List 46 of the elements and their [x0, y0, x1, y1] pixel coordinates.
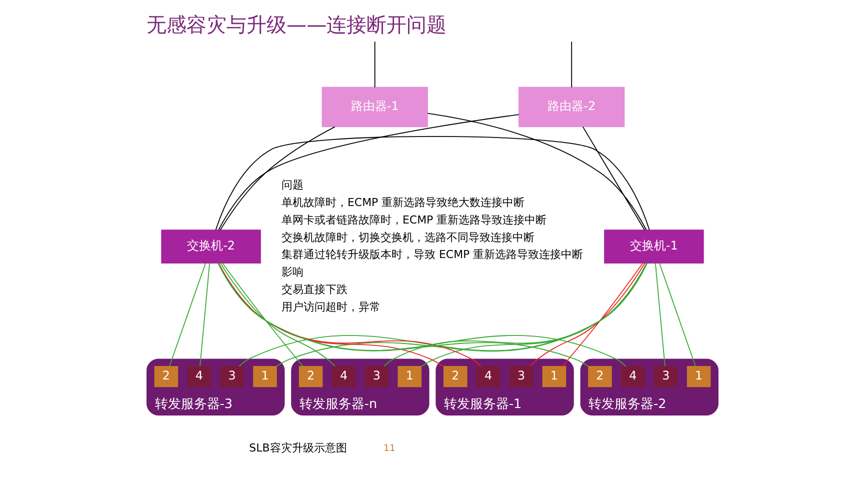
- connector: [571, 41, 572, 88]
- label: 影响: [282, 266, 304, 279]
- node-box: 4: [332, 366, 356, 388]
- label: 交易直接下跌: [282, 282, 348, 296]
- connector: [659, 262, 696, 367]
- node-box: 2: [154, 366, 178, 388]
- diagram-title: 无感容灾与升级——连接断开问题: [146, 12, 447, 36]
- connector: [220, 262, 336, 367]
- label: 交换机故障时，切换交换机，选路不同导致连接中断: [282, 230, 535, 244]
- connector: [427, 112, 647, 230]
- label: 用户访问超时，异常: [282, 300, 381, 314]
- label: 单网卡或者链路故障时，ECMP 重新选路导致连接中断: [282, 213, 547, 226]
- node-box: 1: [253, 366, 277, 388]
- connector: [654, 262, 666, 367]
- node-box: 1: [398, 366, 422, 388]
- connector: [530, 262, 646, 367]
- node-box: 路由器-1: [322, 86, 428, 128]
- label: 问题: [282, 178, 304, 192]
- node-box: 4: [621, 366, 645, 388]
- connector: [582, 126, 646, 230]
- node-box: 3: [654, 366, 678, 388]
- connector: [218, 114, 520, 230]
- label: 集群通过轮转升级版本时，导致 ECMP 重新选路导致连接中断: [282, 248, 584, 262]
- node-box: 3: [364, 366, 389, 388]
- node-box: 2: [443, 366, 468, 388]
- node-box: 3: [509, 366, 534, 388]
- connector: [222, 262, 304, 367]
- node-box: 4: [476, 366, 500, 388]
- node-box: 1: [686, 366, 711, 388]
- node-box: 1: [542, 366, 566, 388]
- label: 单机故障时，ECMP 重新选路导致绝大数连接中断: [282, 196, 525, 209]
- connector: [169, 262, 206, 367]
- node-box: 交换机-2: [161, 230, 261, 264]
- node-box: 路由器-2: [518, 86, 625, 128]
- connector: [374, 41, 376, 88]
- connector: [215, 136, 650, 230]
- node-box: 3: [220, 366, 244, 388]
- node-box: 2: [588, 366, 612, 388]
- node-box: 交换机-1: [604, 230, 704, 264]
- connector: [562, 262, 644, 367]
- node-box: 2: [298, 366, 323, 388]
- label: 11: [384, 444, 396, 454]
- connector: [200, 262, 210, 367]
- connector: [220, 126, 336, 230]
- node-box: 4: [187, 366, 212, 388]
- caption: SLB容灾升级示意图: [249, 442, 347, 455]
